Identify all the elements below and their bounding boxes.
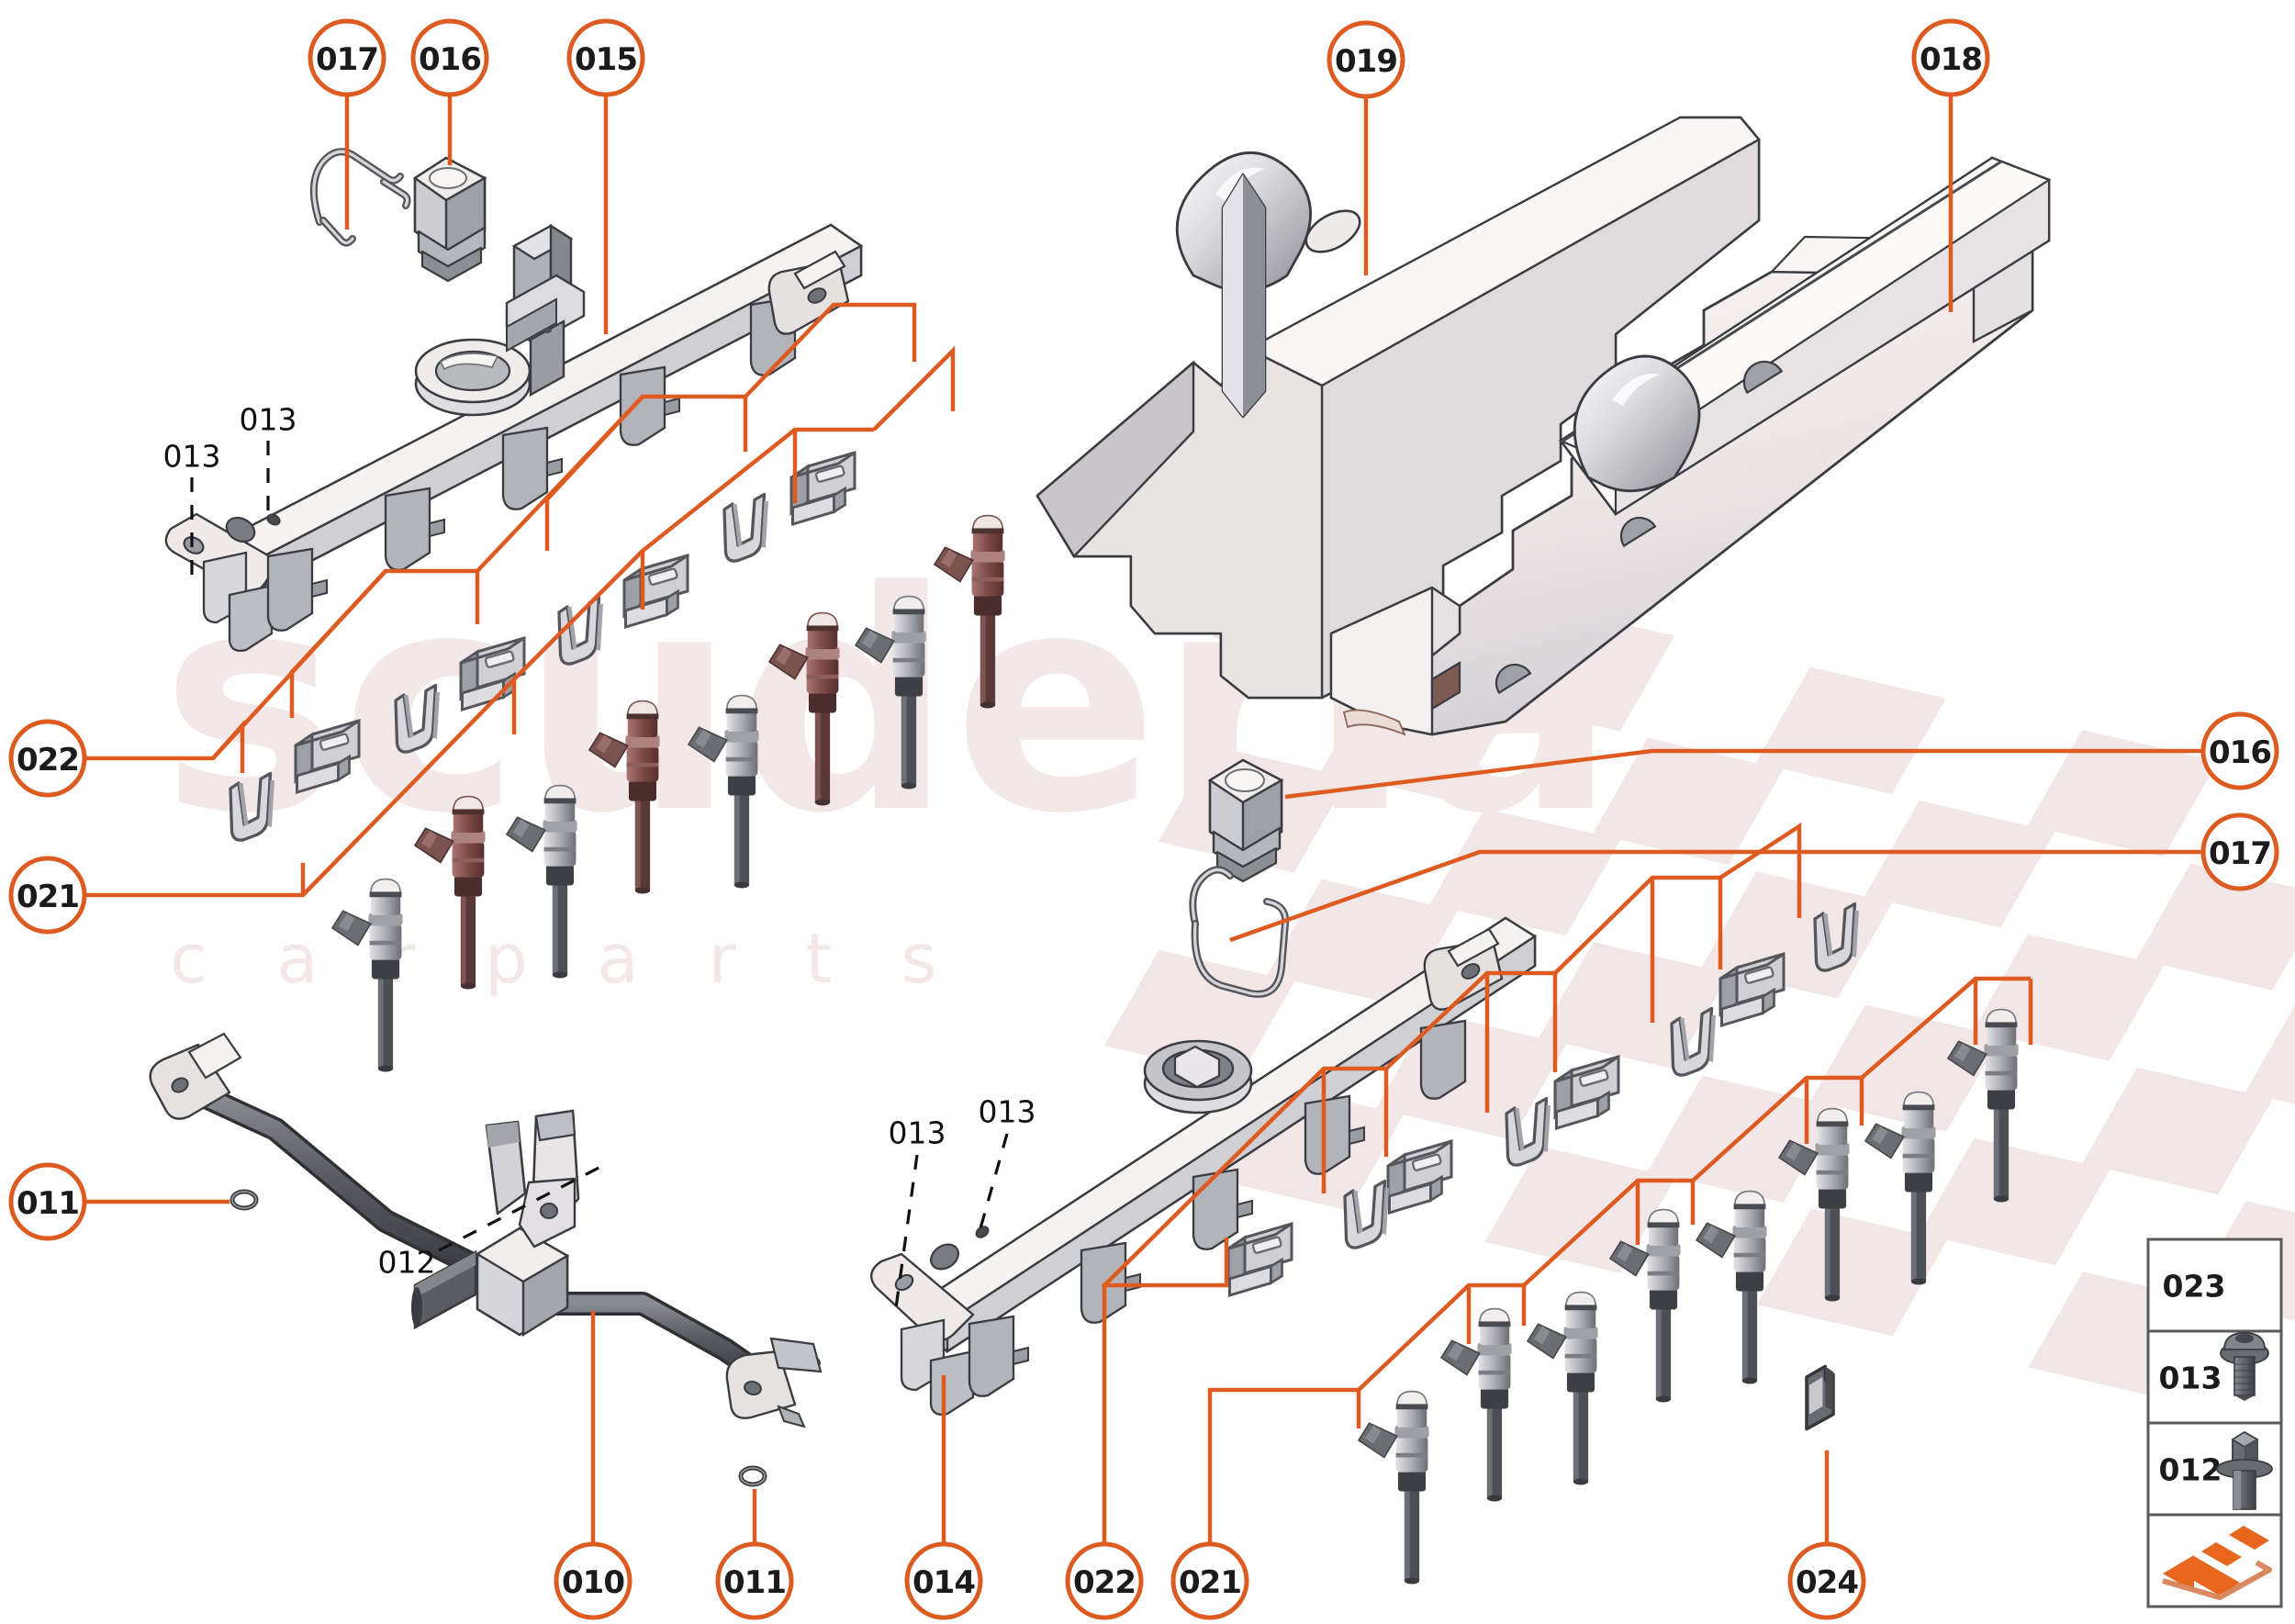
- fuel-pipe-assembly-010: [149, 1032, 823, 1484]
- injector-cover-019: [1036, 116, 1761, 700]
- callout-bubble[interactable]: [1170, 1541, 1249, 1620]
- cap-nut-016-center: [1207, 758, 1284, 883]
- callout-bubble[interactable]: [8, 856, 87, 935]
- callout-015[interactable]: 015: [566, 18, 645, 334]
- label-013-lower-b: 013: [979, 1094, 1036, 1229]
- callout-bubble[interactable]: [410, 18, 489, 97]
- callout-017-right[interactable]: 017: [1229, 812, 2279, 943]
- callout-019[interactable]: 019: [1327, 20, 1405, 275]
- callout-label: 018: [1920, 41, 1982, 78]
- label-013-top-left-b: 013: [240, 402, 297, 523]
- callout-label: 015: [575, 41, 637, 78]
- callout-label: 024: [1796, 1564, 1858, 1601]
- label-text: 013: [979, 1094, 1036, 1130]
- callout-bubble[interactable]: [1787, 1541, 1866, 1620]
- callout-016-right[interactable]: 016: [1284, 711, 2279, 800]
- label-text: 012: [378, 1245, 436, 1281]
- legend-label: 023: [2163, 1269, 2226, 1305]
- legend-row-023[interactable]: 023: [2146, 1238, 2283, 1333]
- retaining-clip-017-center: [1189, 866, 1290, 998]
- callout-label: 011: [723, 1564, 786, 1601]
- callout-024[interactable]: 024: [1787, 1450, 1866, 1620]
- callout-label: 021: [17, 879, 79, 915]
- callout-bubble[interactable]: [2200, 812, 2279, 891]
- callout-label: 014: [912, 1564, 975, 1601]
- callout-label: 017: [2209, 835, 2271, 872]
- callout-bubble[interactable]: [2200, 711, 2279, 790]
- orange-arrow-icon: [2162, 1526, 2272, 1600]
- callout-022-bottom[interactable]: 022: [1065, 822, 1802, 1620]
- callout-bubble[interactable]: [715, 1541, 794, 1620]
- callout-017-top[interactable]: 017: [308, 18, 386, 230]
- label-012: 012: [378, 1162, 607, 1281]
- injector-cover-018: [1329, 156, 2052, 736]
- lower-fuel-rail-assembly: [870, 916, 1538, 1417]
- button-head-bolt-icon: [2220, 1332, 2269, 1401]
- callout-022-left[interactable]: 022: [8, 302, 917, 798]
- callout-016-top[interactable]: 016: [410, 18, 489, 165]
- upper-fuel-rail-assembly: [164, 223, 864, 653]
- callout-018[interactable]: 018: [1911, 18, 1990, 312]
- callout-011-left[interactable]: 011: [8, 1162, 230, 1241]
- callout-label: 022: [17, 742, 79, 778]
- legend-row-arrow[interactable]: [2146, 1513, 2283, 1608]
- callout-label: 016: [419, 41, 481, 78]
- callout-bubble[interactable]: [8, 1162, 87, 1241]
- callout-label: 019: [1335, 43, 1397, 80]
- legend-row-013[interactable]: 013: [2146, 1329, 2283, 1425]
- callout-010[interactable]: 010: [554, 1311, 633, 1620]
- callout-bubble[interactable]: [1911, 18, 1990, 97]
- retaining-clip-017-top: [309, 148, 411, 247]
- callout-bubble[interactable]: [1327, 20, 1405, 99]
- legend-box: 023 013 012: [2146, 1238, 2283, 1608]
- callout-bubble[interactable]: [8, 719, 87, 798]
- callout-label: 022: [1073, 1564, 1136, 1601]
- callout-bubble[interactable]: [308, 18, 386, 97]
- callout-021-bottom[interactable]: 021: [1170, 976, 2033, 1620]
- label-013-top-left-a: 013: [163, 439, 221, 584]
- hex-flange-bolt-icon: [2216, 1431, 2273, 1510]
- legend-row-012[interactable]: 012: [2146, 1421, 2283, 1517]
- callout-bubble[interactable]: [904, 1541, 983, 1620]
- callout-011-bottom[interactable]: 011: [715, 1489, 794, 1620]
- callout-label: 011: [17, 1185, 79, 1222]
- label-text: 013: [163, 439, 221, 475]
- callout-label: 021: [1179, 1564, 1241, 1601]
- callout-label: 017: [316, 41, 378, 78]
- legend-label: 012: [2159, 1452, 2222, 1488]
- label-text: 013: [240, 402, 297, 438]
- callout-label: 016: [2209, 734, 2271, 771]
- callout-bubble[interactable]: [554, 1541, 633, 1620]
- callout-021-left[interactable]: 021: [8, 345, 956, 935]
- callout-014[interactable]: 014: [904, 1375, 983, 1620]
- callout-label: 010: [562, 1564, 624, 1601]
- callout-bubble[interactable]: [1065, 1541, 1144, 1620]
- legend-label: 013: [2159, 1361, 2222, 1396]
- label-013-lower-a: 013: [889, 1115, 946, 1316]
- cap-nut-016-top: [412, 156, 487, 283]
- callout-bubble[interactable]: [566, 18, 645, 97]
- label-text: 013: [889, 1115, 946, 1151]
